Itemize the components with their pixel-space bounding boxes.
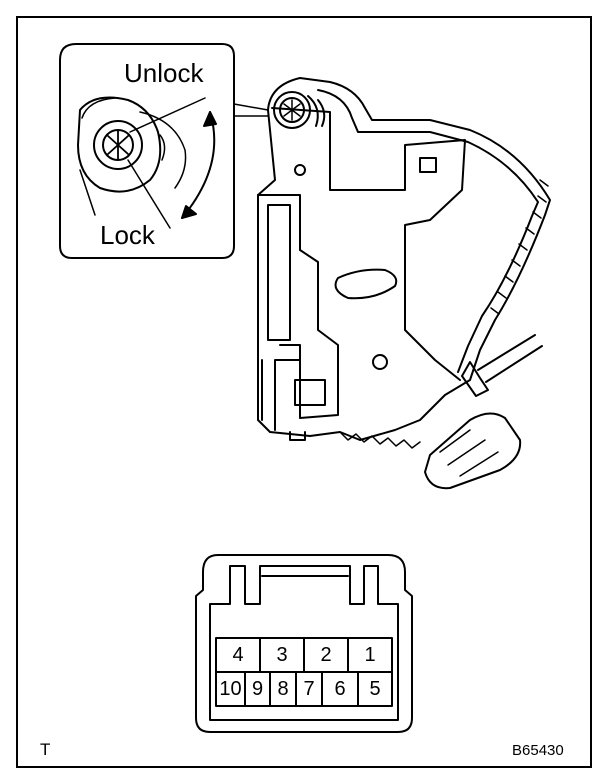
- lock-shaft-inset: [59, 43, 269, 259]
- corner-mark: T: [40, 740, 51, 759]
- pin-label: 3: [276, 644, 288, 666]
- pin-label: 6: [334, 678, 346, 700]
- connector-front-view: [195, 554, 413, 733]
- door-lock-assembly: [257, 77, 551, 490]
- pin-label: 2: [320, 644, 332, 666]
- pin-label: 8: [277, 678, 289, 700]
- figure-code: B65430: [512, 742, 564, 759]
- pin-label: 1: [364, 644, 376, 666]
- pin-label: 5: [369, 678, 381, 700]
- pin-label: 10: [219, 678, 242, 700]
- lock-label: Lock: [100, 220, 155, 250]
- figure-frame: [16, 16, 592, 768]
- pin-label: 9: [251, 678, 264, 700]
- pin-label: 4: [232, 644, 244, 666]
- pin-label: 7: [303, 678, 315, 700]
- unlock-label: Unlock: [124, 58, 204, 88]
